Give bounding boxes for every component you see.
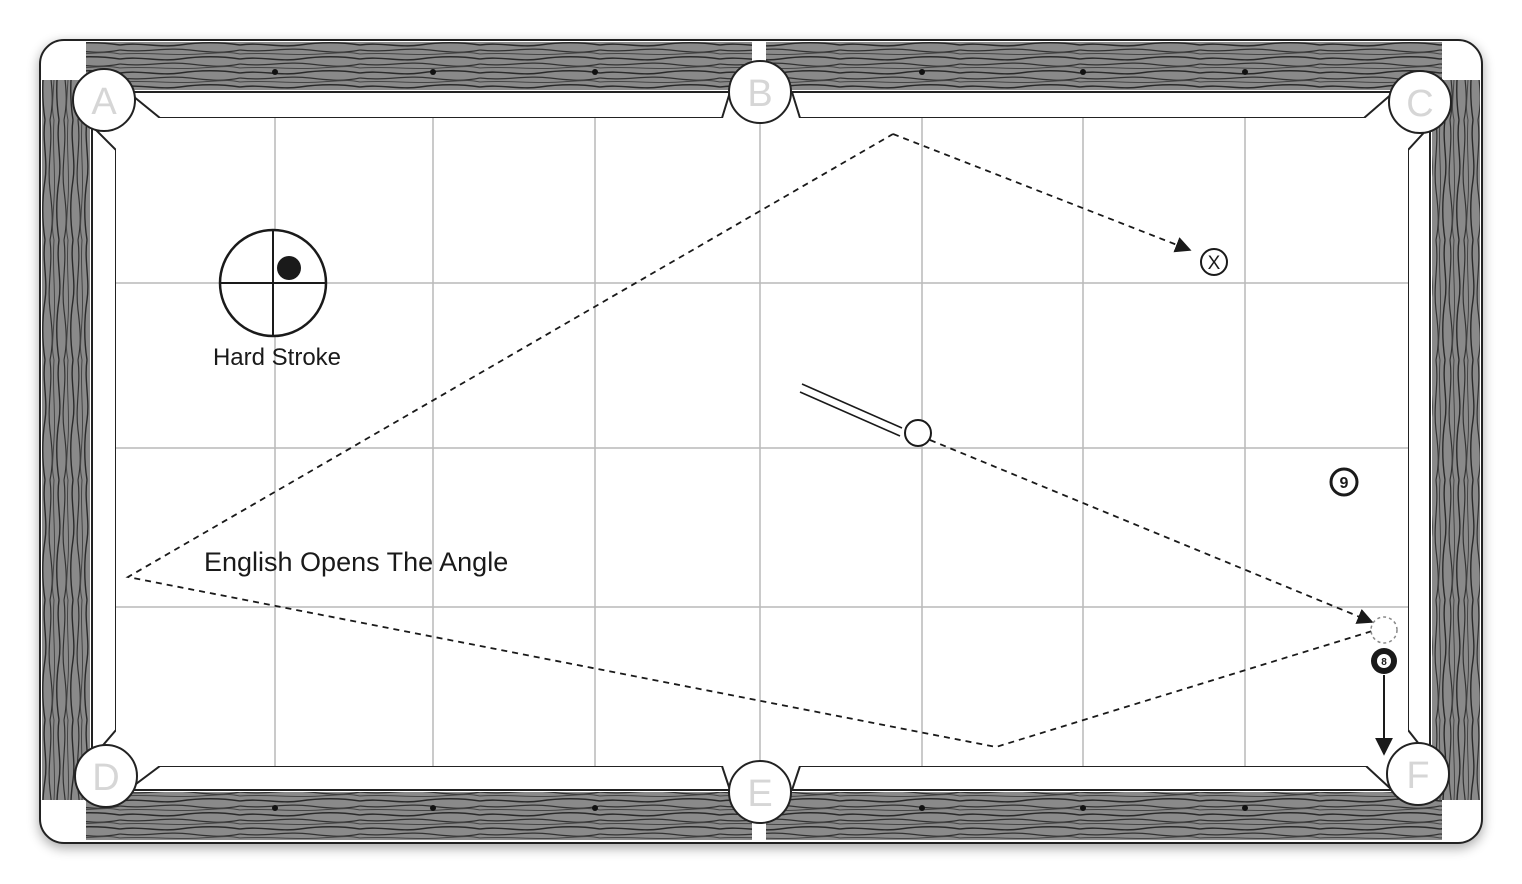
- bottom-rail-right: [766, 792, 1442, 840]
- pocket-d: D: [74, 744, 138, 808]
- shot-caption: English Opens The Angle: [204, 547, 508, 577]
- ball-paths: [125, 133, 1383, 748]
- svg-text:X: X: [1208, 253, 1221, 274]
- pocket-e: E: [728, 760, 792, 824]
- cue-ball-path-final-leg: [892, 133, 1192, 253]
- shot-line: [929, 439, 1374, 624]
- svg-text:F: F: [1406, 755, 1429, 797]
- playing-surface: [116, 118, 1408, 766]
- pockets: A B C D E F: [72, 60, 1452, 824]
- cue-stick: [799, 383, 903, 437]
- ghost-ball: [1370, 616, 1398, 644]
- eight-ball: 8: [1371, 648, 1397, 674]
- tip-caption: Hard Stroke: [213, 344, 341, 371]
- pocket-a: A: [72, 68, 136, 132]
- left-rail: [42, 80, 90, 800]
- svg-text:D: D: [92, 757, 119, 799]
- cue-ball: [904, 419, 932, 447]
- top-rail-right: [766, 42, 1442, 90]
- svg-text:A: A: [91, 81, 117, 123]
- svg-text:9: 9: [1340, 475, 1349, 492]
- pocket-f: F: [1386, 742, 1450, 806]
- cushions: [91, 91, 1431, 791]
- target-position-marker: X: [1200, 248, 1228, 276]
- svg-text:8: 8: [1381, 657, 1387, 668]
- svg-text:E: E: [747, 773, 772, 815]
- right-rail: [1432, 80, 1480, 800]
- svg-text:B: B: [747, 73, 772, 115]
- cue-ball-path-first-leg: [125, 133, 1383, 748]
- cue-tip-contact-point: [277, 256, 301, 280]
- nine-ball: 9: [1329, 467, 1359, 497]
- pocket-c: C: [1388, 70, 1452, 134]
- bottom-rail-left: [86, 792, 752, 840]
- pocket-b: B: [728, 60, 792, 124]
- svg-text:C: C: [1406, 83, 1433, 125]
- rail-diamonds: [272, 69, 1248, 811]
- diamond-grid: [116, 118, 1408, 766]
- top-rail-left: [86, 42, 752, 90]
- cue-tip-position-diagram: [218, 228, 328, 338]
